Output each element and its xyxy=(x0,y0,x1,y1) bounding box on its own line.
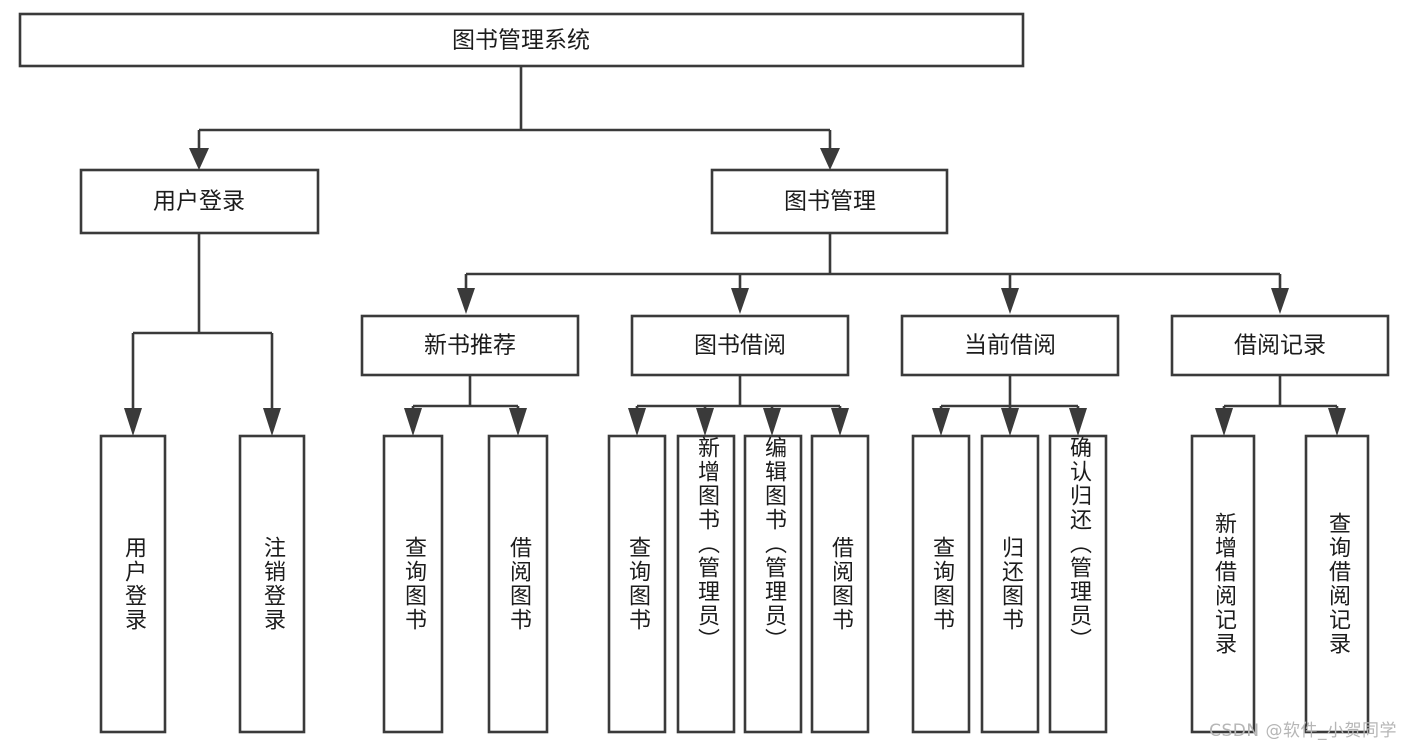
arrowhead-bm-book-borrow xyxy=(731,288,749,314)
leaf-box-query-book-1[interactable] xyxy=(382,434,444,734)
connector-group-new-book-recommend xyxy=(404,375,527,436)
leaf-box-group xyxy=(99,434,1370,734)
arrowhead-br-leaf-2 xyxy=(1328,408,1346,436)
arrowhead-bb-leaf-2 xyxy=(696,408,714,436)
leaf-box-return-book[interactable] xyxy=(980,434,1040,734)
arrowhead-nbr-leaf-1 xyxy=(404,408,422,436)
node-book-borrow-label: 图书借阅 xyxy=(694,333,786,359)
arrowhead-br-leaf-1 xyxy=(1215,408,1233,436)
node-user-login-box[interactable] xyxy=(79,168,320,235)
node-borrow-record-label: 借阅记录 xyxy=(1234,333,1326,359)
connector-group-book-borrow xyxy=(628,375,849,436)
node-root-label: 图书管理系统 xyxy=(452,28,590,54)
arrowhead-bm-new-book-recommend xyxy=(457,288,475,314)
leaf-box-borrow-book-2[interactable] xyxy=(810,434,870,734)
leaf-box-add-record[interactable] xyxy=(1190,434,1256,734)
leaf-box-borrow-book-1[interactable] xyxy=(487,434,549,734)
arrowhead-user-login-leaf-2 xyxy=(263,408,281,436)
node-book-manage-label: 图书管理 xyxy=(784,189,876,215)
node-new-book-recommend[interactable]: 新书推荐 xyxy=(360,314,580,377)
leaf-box-user-login[interactable] xyxy=(99,434,167,734)
node-new-book-recommend-label: 新书推荐 xyxy=(424,333,516,359)
connector-group-current-borrow xyxy=(932,375,1087,436)
node-user-login[interactable]: 用户登录 xyxy=(79,168,320,235)
node-book-borrow[interactable]: 图书借阅 xyxy=(630,314,850,377)
connector-group-book-manage xyxy=(457,233,1289,314)
leaf-box-confirm-return[interactable] xyxy=(1048,434,1108,734)
node-root[interactable]: 图书管理系统 xyxy=(18,12,1025,68)
node-borrow-record[interactable]: 借阅记录 xyxy=(1170,314,1390,377)
arrowhead-bb-leaf-3 xyxy=(763,408,781,436)
leaf-box-query-record[interactable] xyxy=(1304,434,1370,734)
node-root-box[interactable] xyxy=(18,12,1025,68)
arrowhead-bm-current-borrow xyxy=(1001,288,1019,314)
node-book-manage-box[interactable] xyxy=(710,168,949,235)
node-book-manage[interactable]: 图书管理 xyxy=(710,168,949,235)
arrowhead-user-login-leaf-1 xyxy=(124,408,142,436)
node-user-login-label: 用户登录 xyxy=(153,189,245,215)
leaf-box-logout-login[interactable] xyxy=(238,434,306,734)
node-current-borrow-box[interactable] xyxy=(900,314,1120,377)
arrowhead-bb-leaf-1 xyxy=(628,408,646,436)
arrowhead-bb-leaf-4 xyxy=(831,408,849,436)
arrowhead-root-to-book-manage xyxy=(820,148,840,170)
node-new-book-recommend-box[interactable] xyxy=(360,314,580,377)
connector-group-user-login xyxy=(124,233,281,436)
arrowhead-bm-borrow-record xyxy=(1271,288,1289,314)
arrowhead-cb-leaf-1 xyxy=(932,408,950,436)
connector-group-root xyxy=(189,66,840,170)
arrowhead-nbr-leaf-2 xyxy=(509,408,527,436)
leaf-box-query-book-2[interactable] xyxy=(607,434,667,734)
arrowhead-root-to-user-login xyxy=(189,148,209,170)
leaf-box-add-book[interactable] xyxy=(676,434,736,734)
node-current-borrow[interactable]: 当前借阅 xyxy=(900,314,1120,377)
csdn-watermark: CSDN @软件_小贺同学 xyxy=(1209,721,1397,741)
node-borrow-record-box[interactable] xyxy=(1170,314,1390,377)
connector-group-borrow-record xyxy=(1215,375,1346,436)
arrowhead-cb-leaf-2 xyxy=(1001,408,1019,436)
leaf-box-query-book-3[interactable] xyxy=(911,434,971,734)
node-current-borrow-label: 当前借阅 xyxy=(964,333,1056,359)
leaf-box-edit-book[interactable] xyxy=(743,434,803,734)
node-book-borrow-box[interactable] xyxy=(630,314,850,377)
arrowhead-cb-leaf-3 xyxy=(1069,408,1087,436)
